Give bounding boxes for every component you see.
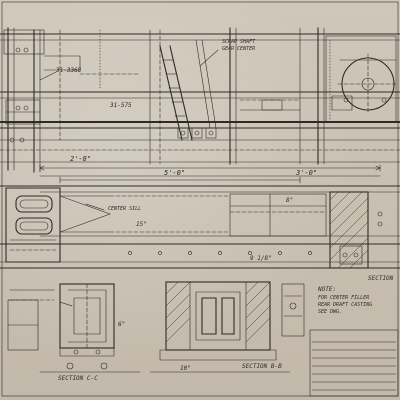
dimension-h: 6"	[118, 321, 126, 328]
note-heading: NOTE:	[318, 286, 337, 293]
dimension-b: 5'-0"	[164, 169, 186, 177]
section-label-c-c: SECTION C-C	[58, 375, 98, 382]
middle-side-view	[0, 185, 400, 269]
note-line-1: FOR CENTER FILLER	[318, 295, 370, 301]
dimension-e: 15"	[136, 221, 147, 228]
dimension-a: 2'-8"	[70, 155, 92, 163]
dimension-g: 10"	[180, 365, 191, 372]
note-line-3: SEE DWG.	[318, 309, 343, 315]
section-label-right: SECTION	[368, 275, 394, 282]
callout-part-a: 31-3368	[56, 67, 82, 74]
dimension-d: 8"	[286, 197, 294, 204]
section-label-b-b: SECTION B-B	[242, 363, 282, 370]
callout-center-sill: CENTER SILL	[108, 206, 142, 212]
section-right	[281, 283, 399, 397]
note-scrap-shaft: SCRAP SHAFT	[222, 39, 256, 45]
dimension-lines	[39, 164, 381, 184]
dimension-c: 3'-0"	[296, 169, 318, 177]
top-plan-view	[0, 27, 400, 173]
section-c-c	[7, 283, 141, 373]
dimension-f: 9 1/8"	[250, 255, 272, 262]
callout-part-b: 31-575	[110, 102, 132, 109]
note-gear-center: GEAR CENTER	[222, 46, 256, 52]
note-line-2: REAR DRAFT CASTING	[318, 302, 373, 308]
leader-lines	[39, 49, 219, 307]
section-b-b	[149, 281, 291, 373]
